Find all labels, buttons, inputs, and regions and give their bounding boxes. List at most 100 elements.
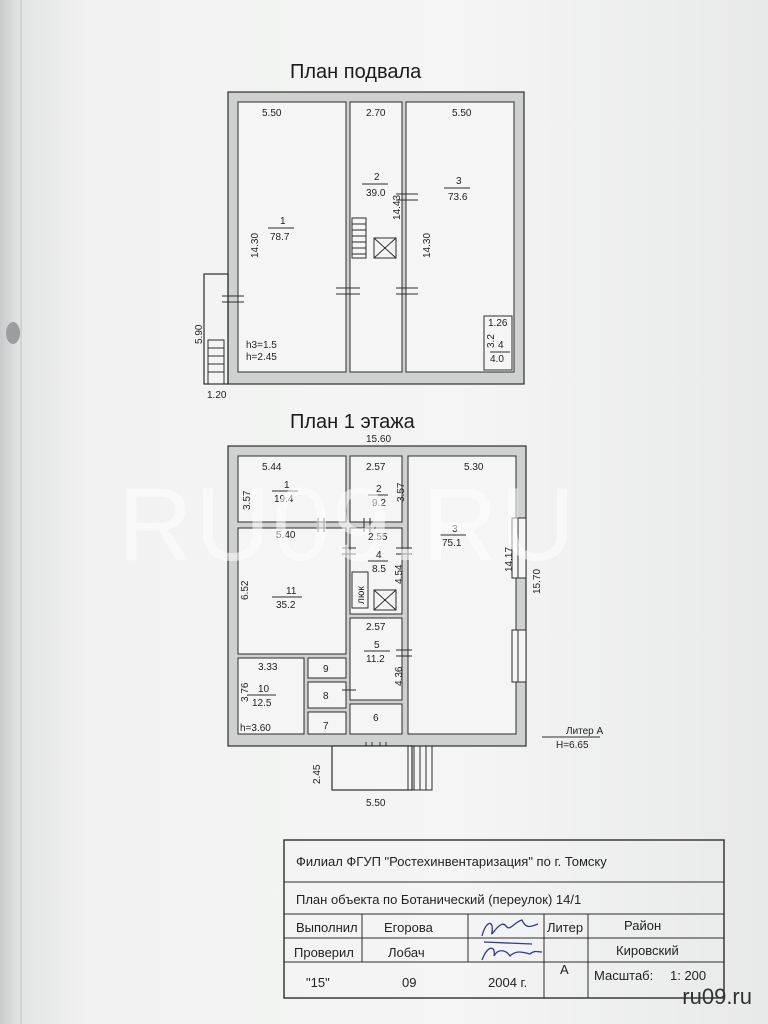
floor1-dim-r11-h: 6.52 [240,580,251,600]
floor1-room-4 [349,527,403,615]
stamp-scale-value: 1: 200 [670,968,706,983]
basement-room-3-area: 73.6 [448,192,468,203]
basement-room-4 [483,315,513,371]
floor1-room-10 [237,657,305,735]
basement-room-3-num: 3 [456,176,462,187]
floor1-dim-r2-h: 3.57 [396,482,407,502]
floor1-dim-r11-w: 5.40 [276,530,296,541]
floor1-room-3-num: 3 [452,524,458,535]
floor1-dim-r3-w: 5.30 [464,462,484,473]
floor1-dim-r1-h: 3.57 [242,490,253,510]
floor1-room-2 [349,455,403,523]
floor1-liter: Литер А [566,726,604,737]
floor1-room-6 [349,703,403,735]
floor1-dim-r3-h: 14.17 [504,547,515,572]
basement-dim-side-left: 14.30 [250,233,261,258]
stamp-organization: Филиал ФГУП "Ростехинвентаризация" по г.… [296,854,607,869]
stamp-checked-label: Проверил [294,945,354,960]
basement-inner-stairs [351,217,367,259]
basement-hatch [373,237,397,259]
floor1-room-1 [237,455,347,523]
floor1-room-6-num: 6 [373,713,379,724]
binder-hole [6,322,20,344]
floor1-height: h=3.60 [240,723,271,734]
basement-room-2 [349,101,403,373]
floor1-hatch [351,571,397,611]
floor1-room-9 [307,657,347,679]
basement-title: План подвала [290,61,422,83]
basement-door-marks [222,193,418,303]
stamp-scale-label: Масштаб: [594,968,653,983]
basement-room-2-num: 2 [374,172,380,183]
floor1-dim-r10-h: 3.76 [240,682,251,702]
basement-dim-small-h: 3.2 [486,334,497,348]
watermark-text: RU09.RU [118,467,577,583]
site-brand: ru09.ru [682,984,752,1009]
page-edge [0,0,18,1024]
stamp-executed-label: Выполнил [296,920,358,935]
basement-dim-side-mid: 14.43 [392,195,403,220]
stamp-month: 09 [402,975,416,990]
basement-height-h3: h3=1.5 [246,340,277,351]
title-block [283,839,725,999]
basement-external-stair [203,273,229,385]
floor1-room-8 [307,681,347,709]
basement-dim-top-right: 5.50 [452,108,472,119]
floor1-room-1-num: 1 [284,480,290,491]
floor1-dim-r1-w: 5.44 [262,462,282,473]
floor1-porch [331,745,433,791]
floor1-dim-porch-w: 5.50 [366,798,386,809]
basement-dim-stair-side: 5.90 [194,324,205,344]
basement-dim-small-w: 1.26 [488,318,508,329]
basement-room-2-area: 39.0 [366,188,386,199]
stamp-year: 2004 г. [488,975,527,990]
basement-dim-stair-bottom: 1.20 [207,390,227,401]
floor1-room-2-num: 2 [376,484,382,495]
floor1-dim-r5-h: 4.36 [394,666,405,686]
floor1-room-3 [407,455,517,735]
floor1-title: План 1 этажа [290,411,416,433]
basement-room-4-num: 4 [498,340,504,351]
floor1-room-1-area: 19.4 [274,494,294,505]
floor1-windows [511,517,527,683]
basement-room-1-num: 1 [280,216,286,227]
stamp-executed-name: Егорова [384,920,434,935]
floor1-room-4-num: 4 [376,550,382,561]
floor1-room-5 [349,617,403,701]
floor1-room-3-area: 75.1 [442,538,462,549]
stamp-checked-name: Лобач [388,945,425,960]
floor1-room-10-area: 12.5 [252,698,272,709]
stamp-object: План объекта по Ботанический (переулок) … [296,892,581,907]
stamp-district-label: Район [624,918,661,933]
floor1-room-11 [237,527,347,655]
basement-room-1 [237,101,347,373]
floor1-dim-total-h: 15.70 [532,569,543,594]
floor1-room-5-area: 11.2 [366,654,385,665]
floor1-room-11-area: 35.2 [276,600,296,611]
floor1-room-4-area: 8.5 [372,564,386,575]
floor1-dim-total-w: 15.60 [366,434,391,445]
basement-room-1-area: 78.7 [270,232,290,243]
floor1-room-9-num: 9 [323,664,329,675]
floor1-liter-height: H=6.65 [556,740,589,751]
stamp-liter-label: Литер [547,920,583,935]
floor1-dim-r2-w: 2.57 [366,462,386,473]
floor1-room-8-num: 8 [323,691,329,702]
floor1-dim-r5-w: 2.57 [366,622,386,633]
floor1-dim-porch-h: 2.45 [312,764,323,784]
floor1-room-7-num: 7 [323,721,329,732]
floor1-room-10-num: 10 [258,684,270,695]
floor1-room-7 [307,711,347,735]
basement-dim-top-left: 5.50 [262,108,282,119]
floor1-hatch-label: люк [356,586,367,604]
basement-height-h: h=2.45 [246,352,277,363]
floor1-dim-r10-w: 3.33 [258,662,278,673]
floor1-room-5-num: 5 [374,640,380,651]
basement-dim-side-right: 14.30 [422,233,433,258]
basement-dim-top-mid: 2.70 [366,108,386,119]
floor1-dim-r4-w: 2.55 [368,532,388,543]
stamp-day: "15" [306,975,330,990]
basement-room-4-area: 4.0 [490,354,504,365]
signatures [481,919,543,961]
